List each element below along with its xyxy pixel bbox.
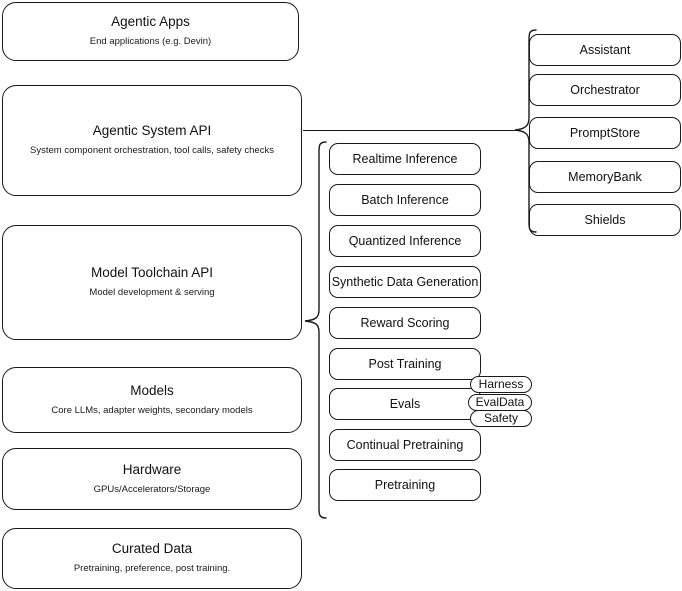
layer-box-model-toolchain-api[interactable]: Model Toolchain API Model development & … <box>2 225 302 340</box>
layer-box-curated-data[interactable]: Curated Data Pretraining, preference, po… <box>2 528 302 589</box>
agentic-component-label: MemoryBank <box>568 169 642 184</box>
layer-subtitle: Model development & serving <box>89 287 215 299</box>
agentic-component-label: Orchestrator <box>570 82 640 97</box>
layer-box-agentic-apps[interactable]: Agentic Apps End applications (e.g. Devi… <box>2 2 299 61</box>
capability-box-evals[interactable]: Evals <box>329 388 481 420</box>
agentic-component-box-orchestrator[interactable]: Orchestrator <box>529 74 681 106</box>
capability-label: Evals <box>389 396 421 411</box>
capability-label: Reward Scoring <box>360 315 450 330</box>
evals-tag-harness[interactable]: Harness <box>470 376 532 393</box>
layer-subtitle: Core LLMs, adapter weights, secondary mo… <box>51 404 253 416</box>
capability-box-post-training[interactable]: Post Training <box>329 348 481 380</box>
capability-label: Quantized Inference <box>348 233 462 248</box>
layer-subtitle: System component orchestration, tool cal… <box>30 145 274 157</box>
layer-title: Hardware <box>122 461 182 477</box>
layer-box-hardware[interactable]: Hardware GPUs/Accelerators/Storage <box>2 448 302 510</box>
layer-title: Agentic System API <box>92 123 212 139</box>
capability-label: Realtime Inference <box>352 151 458 166</box>
capability-box-synthetic-data-generation[interactable]: Synthetic Data Generation <box>329 266 481 298</box>
evals-tag-label: Safety <box>483 410 519 425</box>
connector-agentic-system-api <box>303 130 518 132</box>
evals-tag-evaldata[interactable]: EvalData <box>468 394 532 411</box>
layer-subtitle: GPUs/Accelerators/Storage <box>93 483 211 495</box>
agentic-component-label: Assistant <box>579 42 631 57</box>
layer-subtitle: End applications (e.g. Devin) <box>89 36 212 48</box>
agentic-component-box-assistant[interactable]: Assistant <box>529 34 681 66</box>
capability-label: Batch Inference <box>361 192 449 207</box>
agentic-component-label: Shields <box>584 212 626 227</box>
capability-box-pretraining[interactable]: Pretraining <box>329 469 481 501</box>
layer-title: Model Toolchain API <box>90 265 214 281</box>
layer-title: Models <box>130 382 174 398</box>
evals-tag-label: EvalData <box>475 394 525 409</box>
layer-subtitle: Pretraining, preference, post training. <box>73 563 231 575</box>
capability-label: Synthetic Data Generation <box>331 274 479 289</box>
capability-box-batch-inference[interactable]: Batch Inference <box>329 184 481 216</box>
capability-box-realtime-inference[interactable]: Realtime Inference <box>329 143 481 175</box>
brace-model-toolchain <box>303 140 327 520</box>
agentic-component-box-memorybank[interactable]: MemoryBank <box>529 161 681 193</box>
capability-label: Pretraining <box>374 477 436 492</box>
capability-label: Continual Pretraining <box>346 437 464 452</box>
agentic-component-box-promptstore[interactable]: PromptStore <box>529 117 681 149</box>
capability-box-continual-pretraining[interactable]: Continual Pretraining <box>329 429 481 461</box>
agentic-component-box-shields[interactable]: Shields <box>529 204 681 236</box>
capability-label: Post Training <box>368 356 442 371</box>
agentic-component-label: PromptStore <box>569 125 641 140</box>
evals-tag-safety[interactable]: Safety <box>470 410 532 427</box>
evals-tag-label: Harness <box>478 376 524 391</box>
layer-box-agentic-system-api[interactable]: Agentic System API System component orch… <box>2 85 302 196</box>
capability-box-reward-scoring[interactable]: Reward Scoring <box>329 307 481 339</box>
capability-box-quantized-inference[interactable]: Quantized Inference <box>329 225 481 257</box>
layer-title: Agentic Apps <box>111 14 190 30</box>
layer-title: Curated Data <box>111 541 193 557</box>
layer-box-models[interactable]: Models Core LLMs, adapter weights, secon… <box>2 367 302 433</box>
